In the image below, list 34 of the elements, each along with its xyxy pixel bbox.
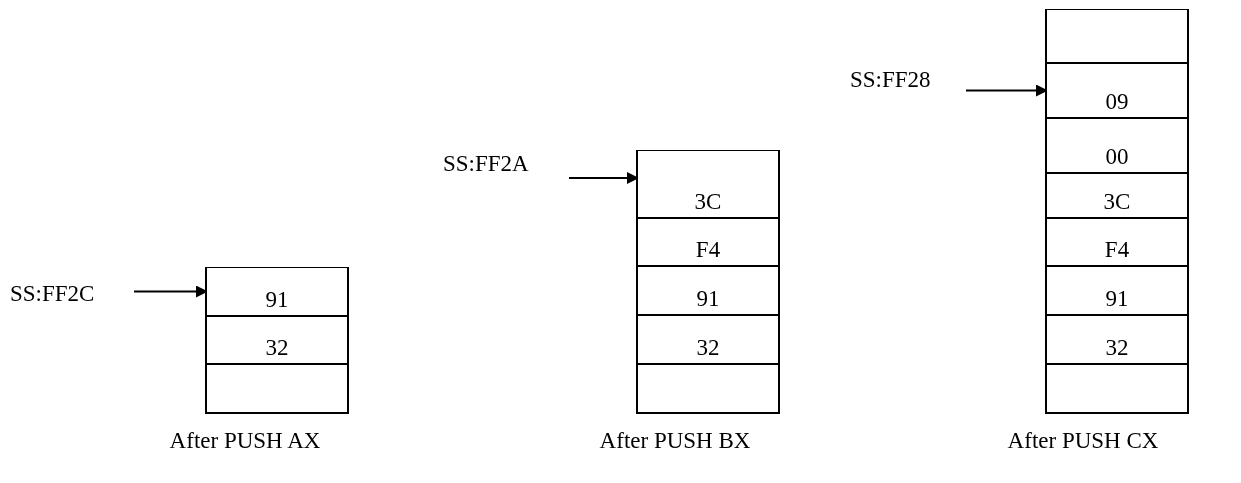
stack-cell <box>638 218 778 266</box>
cell-value: F4 <box>695 238 721 264</box>
pointer-label: SS:FF2A <box>443 152 565 178</box>
cell-value: 91 <box>265 288 289 314</box>
stack-cell <box>638 364 778 413</box>
stack-cell <box>638 266 778 315</box>
cell-value: 3C <box>1103 190 1131 216</box>
stack-cell <box>1047 173 1187 218</box>
pointer-label: SS:FF2C <box>10 282 130 308</box>
stack-cell <box>207 316 347 364</box>
stack-cell <box>1047 266 1187 315</box>
stack-column <box>205 267 349 414</box>
stack-label: After PUSH AX <box>168 429 322 452</box>
cell-value: 91 <box>1105 287 1129 313</box>
cell-value: 00 <box>1105 145 1129 171</box>
cell-value: F4 <box>1104 238 1130 264</box>
stack-cell <box>638 315 778 364</box>
cell-value: 32 <box>265 336 289 362</box>
stack-cell <box>1047 118 1187 173</box>
cell-value: 32 <box>696 336 720 362</box>
stack-cell <box>1047 315 1187 364</box>
stack-cell <box>207 364 347 413</box>
stack-label: After PUSH CX <box>1006 429 1160 452</box>
stack-column <box>636 150 780 414</box>
cell-value: 3C <box>694 190 722 216</box>
cell-value: 91 <box>696 287 720 313</box>
stack-label: After PUSH BX <box>598 429 752 452</box>
stack-cell <box>1047 218 1187 266</box>
pointer-label: SS:FF28 <box>850 68 962 94</box>
stack-cell <box>1047 364 1187 413</box>
cell-value: 09 <box>1105 90 1129 116</box>
stack-cell <box>1047 63 1187 118</box>
cell-value: 32 <box>1105 336 1129 362</box>
stack-column <box>1045 9 1189 414</box>
